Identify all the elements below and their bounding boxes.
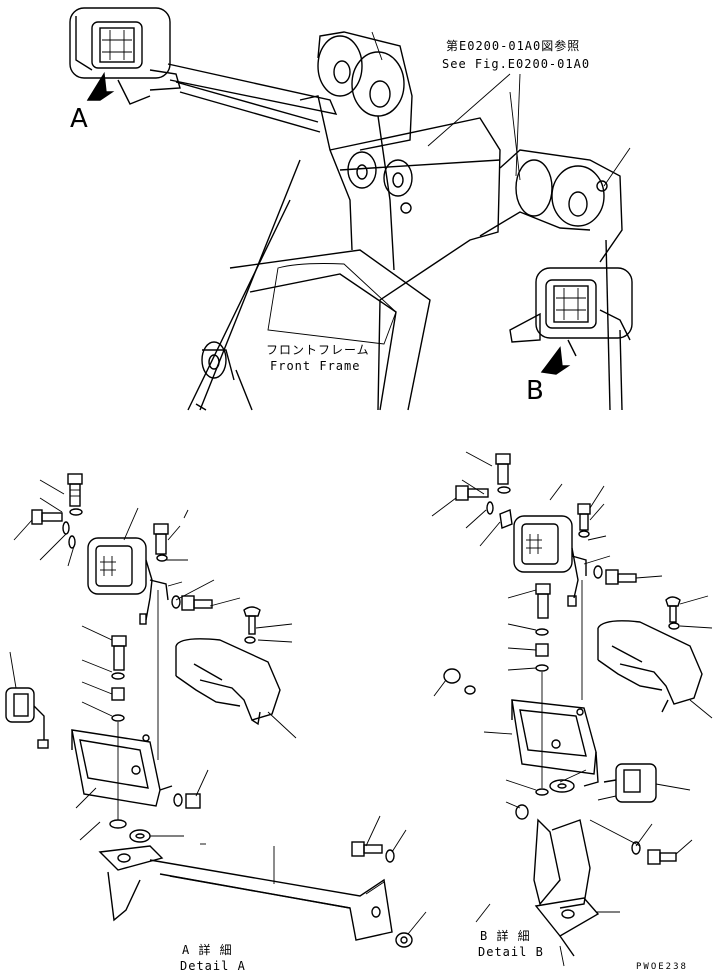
side-lamp-b	[603, 763, 657, 803]
bolt-b2	[455, 485, 489, 501]
bolt-b5	[665, 596, 681, 623]
view-arrow-b	[540, 346, 571, 375]
detail-b-exploded	[431, 451, 713, 967]
view-label-b: B	[526, 376, 544, 406]
detail-b-title-en: Detail B	[478, 945, 544, 959]
reference-note-jp: 第E0200-01A0図参照	[446, 39, 581, 53]
work-lamp-a	[87, 537, 153, 625]
pivot-boss-left	[299, 31, 413, 271]
detail-a-title-jp: A 詳 細	[182, 943, 233, 957]
support-arm-a	[98, 845, 393, 941]
drawing-number: PWOE238	[636, 962, 688, 972]
bolt-b6	[535, 583, 551, 619]
bolt-a1	[67, 473, 83, 507]
lamp-guard-b	[597, 620, 703, 713]
lamp-right-top	[509, 267, 633, 411]
bolt-a5	[243, 606, 261, 635]
bolt-a6	[111, 635, 127, 671]
support-post-b	[533, 818, 600, 957]
bolt-a8	[351, 841, 383, 857]
bolt-b3	[577, 503, 591, 531]
detail-a-title-en: Detail A	[180, 959, 246, 973]
front-frame-overview	[69, 7, 633, 411]
bracket-a	[71, 729, 173, 807]
reference-note-en: See Fig.E0200-01A0	[442, 57, 591, 71]
view-label-a: A	[70, 104, 88, 134]
nut-b	[443, 668, 476, 695]
bolt-b4	[593, 565, 637, 585]
detail-a-exploded	[5, 473, 427, 948]
bolt-a2	[31, 509, 63, 525]
front-frame-label-en: Front Frame	[270, 359, 361, 373]
bolt-b7	[631, 841, 677, 865]
bolt-a4	[171, 595, 213, 611]
front-frame-label-jp: フロントフレーム	[266, 343, 370, 357]
bracket-b	[511, 699, 599, 787]
view-arrow-a	[86, 71, 115, 101]
bolt-a3	[153, 523, 169, 555]
frame-lug	[201, 341, 235, 381]
bolt-a7	[173, 793, 201, 809]
bolt-b1	[495, 453, 511, 485]
detail-b-title-jp: B 詳 細	[480, 929, 531, 943]
work-lamp-b	[513, 515, 579, 607]
lamp-guard-a	[175, 638, 281, 726]
lamp-left-top	[69, 7, 181, 105]
side-lamp-a	[5, 687, 49, 749]
